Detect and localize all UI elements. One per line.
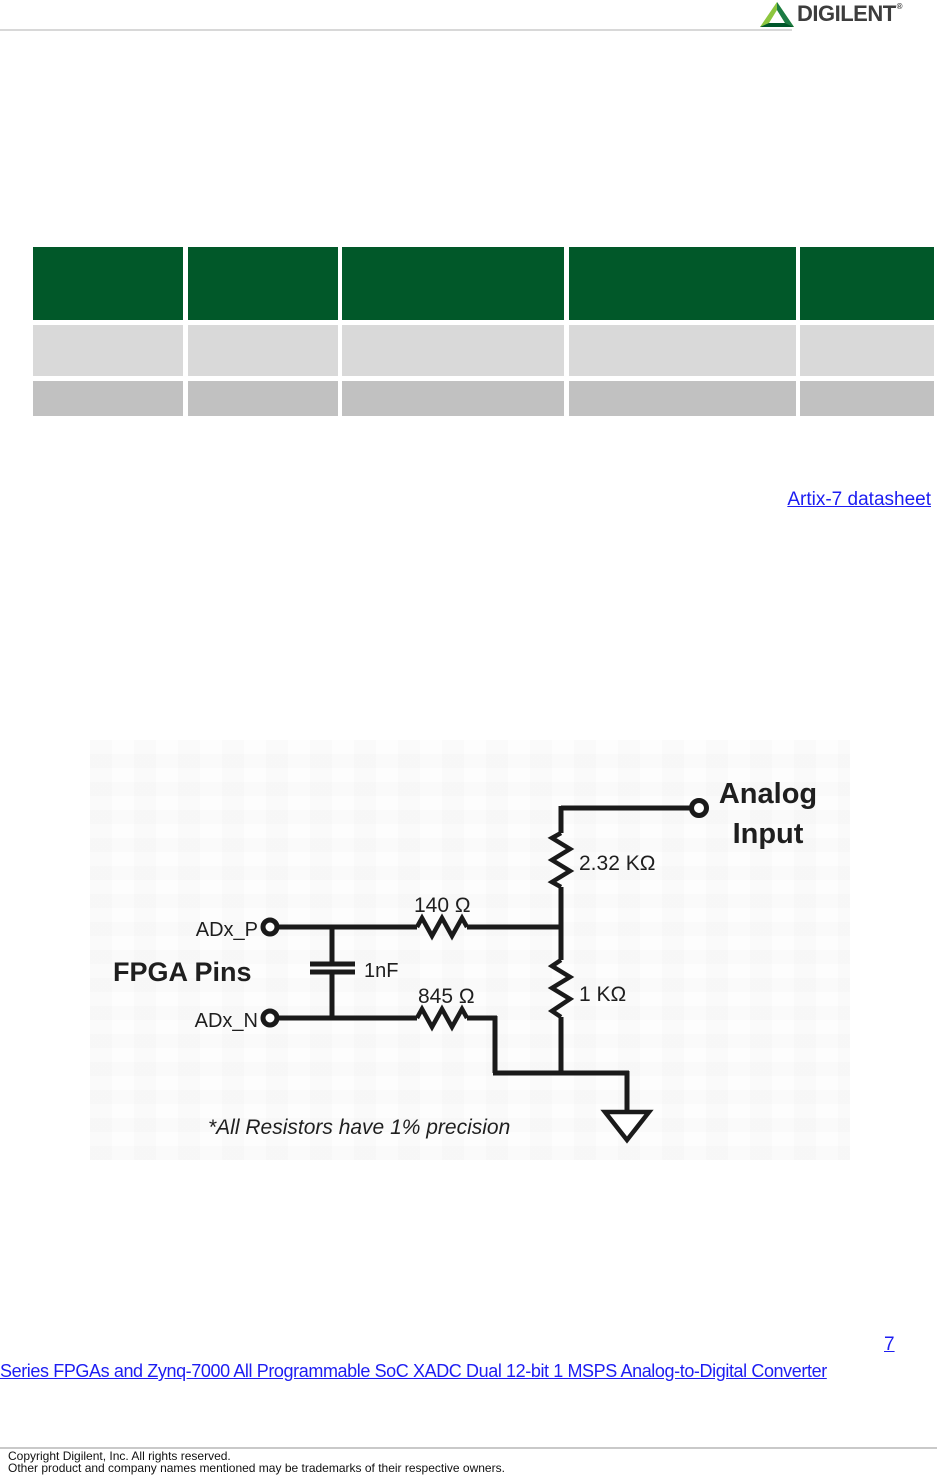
- label-2_32-kohm: 2.32 KΩ: [579, 852, 655, 875]
- footer-link-page-number[interactable]: 7: [884, 1334, 895, 1355]
- copyright-block: Copyright Digilent, Inc. All rights rese…: [8, 1449, 505, 1475]
- label-adx-n: ADx_N: [195, 1010, 258, 1032]
- label-adx-p: ADx_P: [196, 919, 258, 941]
- artix-datasheet-link[interactable]: Artix-7 datasheet: [787, 489, 931, 510]
- analog-input-terminal: [689, 798, 709, 818]
- table-cell: [800, 381, 934, 416]
- table-cell: [568, 325, 796, 376]
- table-cell: [187, 325, 338, 376]
- circuit-diagram: Analog Input 2.32 KΩ 140 Ω ADx_P FPGA Pi…: [113, 778, 817, 1144]
- label-input: Input: [733, 818, 804, 850]
- label-845-ohm: 845 Ω: [418, 985, 475, 1008]
- adc-input-circuit-figure: Analog Input 2.32 KΩ 140 Ω ADx_P FPGA Pi…: [90, 740, 850, 1160]
- table-header-cell: [187, 247, 338, 320]
- table-cell: [187, 381, 338, 416]
- label-1nf: 1nF: [364, 960, 398, 982]
- label-1-kohm: 1 KΩ: [579, 983, 626, 1006]
- table-cell: [342, 325, 564, 376]
- resistor-140-ohm: [415, 913, 469, 941]
- table-cell: [568, 381, 796, 416]
- digilent-logo: DIGILENT ®: [760, 2, 903, 27]
- table-header-cell: [800, 247, 934, 320]
- circuit-wires: [278, 805, 691, 1112]
- footer-divider: [0, 1447, 937, 1449]
- registered-mark: ®: [896, 2, 903, 11]
- label-precision-note: *All Resistors have 1% precision: [208, 1116, 510, 1139]
- copyright-line-2: Other product and company names mentione…: [8, 1460, 505, 1475]
- table-cell: [33, 381, 183, 416]
- table-header-cell: [342, 247, 564, 320]
- resistor-1-kohm: [547, 958, 575, 1019]
- resistor-845-ohm: [415, 1004, 469, 1032]
- table-cell: [800, 325, 934, 376]
- adx-p-terminal: [260, 917, 280, 937]
- table-cell: [33, 325, 183, 376]
- logo-wordmark: DIGILENT: [797, 1, 896, 26]
- table-header-cell: [33, 247, 183, 320]
- table-header-cell: [568, 247, 796, 320]
- copyright-line-1: Copyright Digilent, Inc. All rights rese…: [8, 1449, 231, 1463]
- table-cell: [342, 381, 564, 416]
- ground-icon: [600, 1109, 654, 1144]
- footer-xadc-link[interactable]: Series FPGAs and Zynq-7000 All Programma…: [0, 1361, 827, 1381]
- header-divider: [0, 29, 792, 31]
- resistors: [415, 831, 575, 1032]
- adx-n-terminal: [260, 1008, 280, 1028]
- data-table: [33, 247, 934, 416]
- label-140-ohm: 140 Ω: [414, 894, 471, 917]
- label-fpga-pins: FPGA Pins: [113, 957, 252, 987]
- digilent-triangle-icon: [760, 2, 794, 27]
- label-analog: Analog: [719, 778, 817, 810]
- resistor-2_32-kohm: [547, 831, 575, 889]
